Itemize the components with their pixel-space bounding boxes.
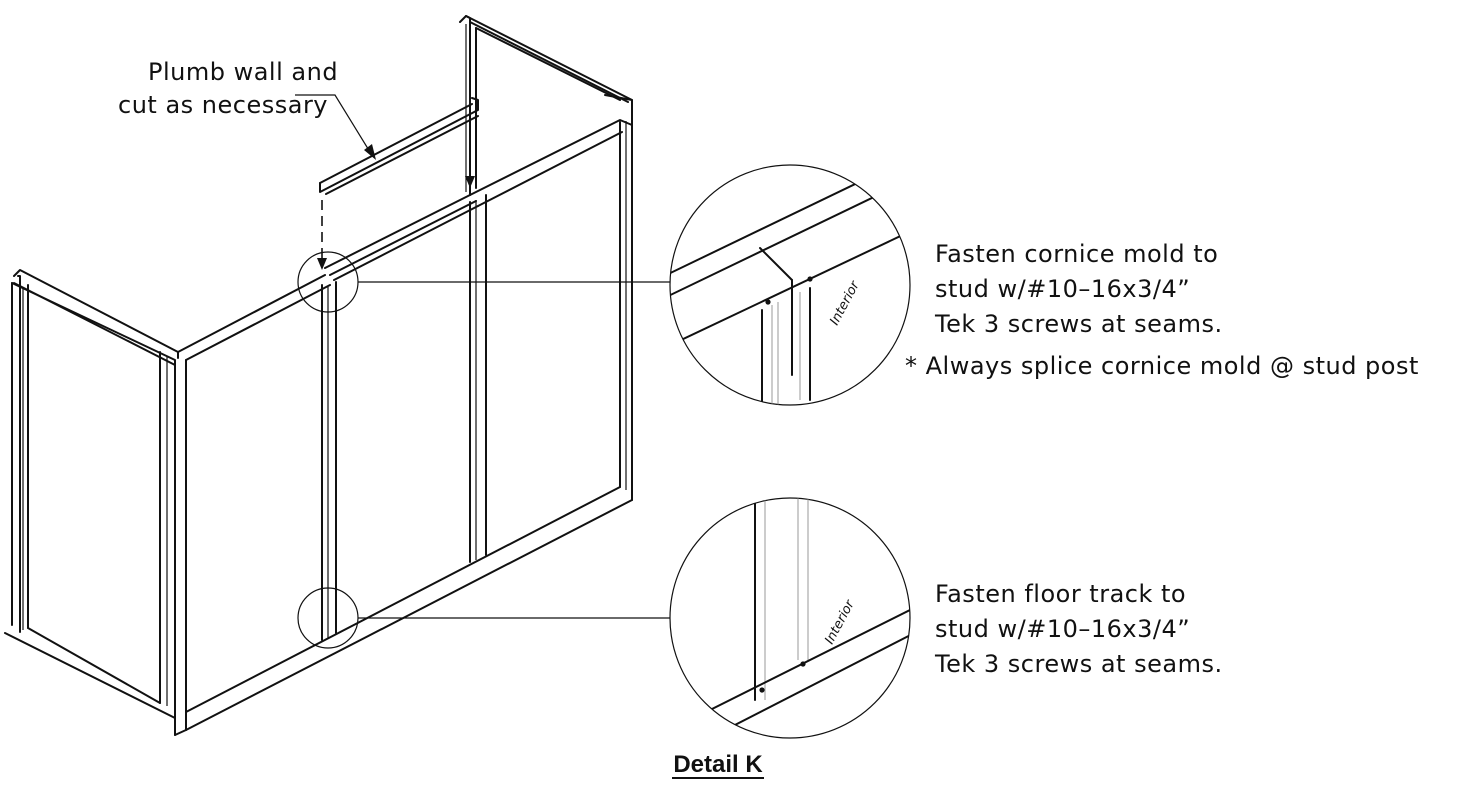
splice-note: * Always splice cornice mold @ stud post (905, 352, 1419, 380)
plumb-leader-arrow (364, 144, 376, 160)
plumb-callout-line1: Plumb wall and (148, 58, 338, 86)
drop-arrow-left (317, 258, 327, 270)
left-wall-panel (4, 269, 179, 719)
floor-callout-line3: Tek 3 screws at seams. (934, 650, 1223, 678)
floor-callout-line2: stud w/#10–16x3/4” (935, 615, 1190, 643)
plumb-callout-line2: cut as necessary (118, 91, 328, 119)
front-wall-panel (177, 117, 633, 731)
detail-bubble-cornice: Interior (669, 164, 911, 406)
cornice-callout-line2: stud w/#10–16x3/4” (935, 275, 1190, 303)
wall-assembly-drawing (4, 15, 633, 736)
cornice-callout-line3: Tek 3 screws at seams. (934, 310, 1223, 338)
cornice-mold-piece (319, 97, 479, 195)
plumb-leader-line (295, 94, 371, 153)
corner-post (174, 359, 187, 736)
top-interior-label: Interior (827, 278, 863, 328)
cornice-callout-line1: Fasten cornice mold to (935, 240, 1218, 268)
drop-arrow-right (465, 176, 475, 188)
detail-bubble-floor-track: Interior (669, 497, 911, 739)
back-right-wall-panel (459, 15, 633, 196)
figure-title: Detail K (673, 751, 763, 778)
floor-callout-line1: Fasten floor track to (935, 580, 1186, 608)
